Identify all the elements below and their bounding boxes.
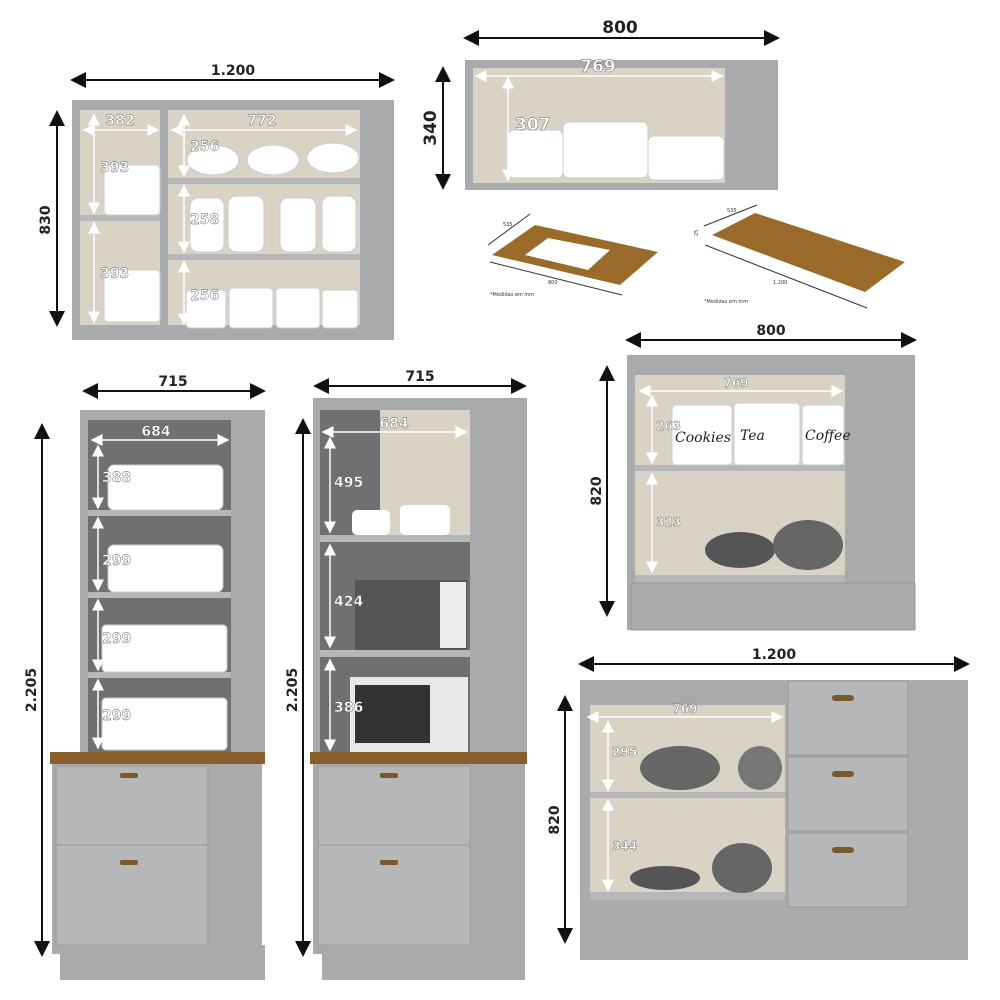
base-cabinet-800: Cookies Tea Coffee 800 820 769 263 323: [589, 323, 917, 631]
dimension-depth: 535: [727, 208, 737, 214]
dimension-inner-height: 307: [515, 115, 551, 135]
tall-cabinet-2: 715 2.205 684 495 424 386: [285, 369, 527, 980]
dimension-shelf: 299: [102, 708, 131, 724]
dimension-inner-width: 769: [672, 702, 697, 716]
dimension-shelf: 388: [102, 470, 131, 486]
dimension-width: 715: [158, 374, 187, 390]
dimension-shelf: 393: [100, 266, 129, 282]
dimension-width: 800: [548, 280, 558, 286]
dimension-inner-width: 769: [723, 376, 748, 390]
dimension-width: 1.200: [211, 63, 256, 79]
dimension-inner-width: 684: [141, 424, 170, 440]
dimension-right-width: 772: [247, 113, 276, 129]
dimension-shelf: 344: [612, 839, 637, 853]
dimension-height: 2.205: [24, 668, 40, 712]
measurement-note: *Medidas em mm: [490, 292, 534, 298]
wall-cabinet-800: 800 340 769 307: [421, 18, 780, 190]
canister-label: Tea: [740, 428, 765, 444]
dimension-shelf: 263: [656, 419, 681, 433]
canister-label: Coffee: [805, 428, 851, 444]
dimension-height: 2.205: [285, 668, 301, 712]
dimension-shelf: 299: [102, 553, 131, 569]
wall-cabinet-1200: 1.200 830 382 772 393 393 256 258 256: [38, 63, 395, 340]
dimension-shelf: 424: [334, 594, 363, 610]
dimension-shelf: 393: [100, 160, 129, 176]
dimension-width: 1.200: [752, 647, 797, 663]
dimension-inner-width: 684: [379, 416, 408, 432]
dimension-height: 820: [589, 476, 605, 505]
dimension-left-width: 382: [105, 113, 134, 129]
base-cabinet-1200: 1.200 820 769 295 344: [547, 647, 970, 960]
dimension-shelf: 299: [102, 631, 131, 647]
dimension-shelf: 295: [612, 745, 637, 759]
dimension-shelf: 495: [334, 475, 363, 491]
measurement-note: *Medidas em mm: [704, 299, 748, 305]
dimension-shelf: 323: [656, 515, 681, 529]
tall-cabinet-1: 715 2.205 684 388 299 299 299: [24, 374, 266, 980]
dimension-depth: 535: [503, 222, 513, 228]
dimension-height: 820: [547, 805, 563, 834]
dimension-width: 1.200: [773, 280, 787, 286]
dimension-thickness: 25: [694, 230, 700, 236]
dimension-height: 830: [38, 205, 54, 234]
dimension-shelf: 386: [334, 700, 363, 716]
dimension-shelf: 256: [190, 288, 219, 304]
dimension-height: 340: [421, 110, 441, 146]
dimension-width: 800: [602, 18, 638, 38]
countertop-800: 535 800 *Medidas em mm: [487, 213, 658, 298]
dimension-shelf: 256: [190, 139, 219, 155]
canister-label: Cookies: [675, 430, 731, 446]
dimension-width: 715: [405, 369, 434, 385]
dimension-width: 800: [756, 323, 785, 339]
dimension-shelf: 258: [190, 212, 219, 228]
countertop-1200: 535 25 1.200 *Medidas em mm: [694, 204, 905, 309]
dimension-inner-width: 769: [580, 57, 616, 77]
